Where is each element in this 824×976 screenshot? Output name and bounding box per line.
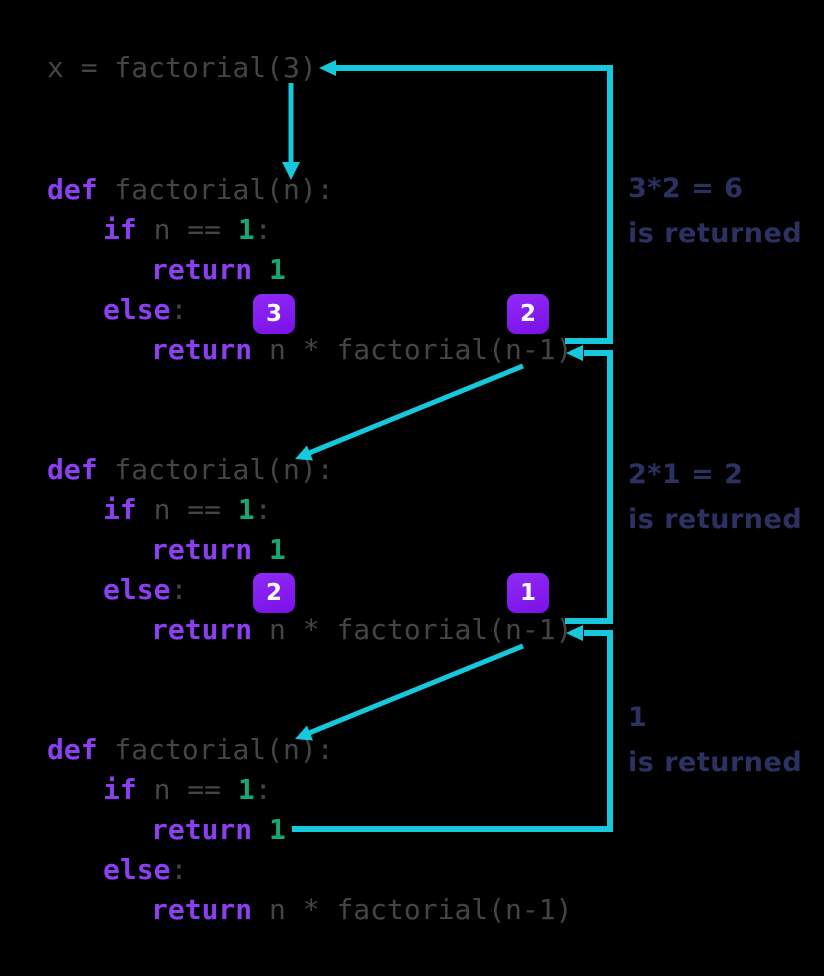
code-block-1: def factorial(n): if n == 1: return 1 el… xyxy=(47,170,572,370)
code-line-return-recursive: return n * factorial(n-1) xyxy=(151,890,572,930)
code-line-def: def factorial(n): xyxy=(47,170,572,210)
code-token xyxy=(252,813,269,846)
code-token: if xyxy=(103,773,137,806)
code-line-if: if n == 1: xyxy=(103,210,572,250)
code-token: return xyxy=(151,613,253,646)
call-arrow-2-icon xyxy=(295,363,524,461)
code-line-return-recursive: return n * factorial(n-1) xyxy=(151,610,572,650)
return-annotation-3: 1 is returned xyxy=(628,695,802,785)
code-token: def xyxy=(47,173,98,206)
code-block-2: def factorial(n): if n == 1: return 1 el… xyxy=(47,450,572,650)
annotation-label: is returned xyxy=(628,218,803,249)
n-value-badge: 2 xyxy=(253,573,295,613)
code-token: x = factorial(3) xyxy=(47,51,317,84)
code-token: 1 xyxy=(269,253,286,286)
code-token: n == xyxy=(136,773,238,806)
code-token: : xyxy=(170,573,188,606)
annotation-label: is returned xyxy=(628,504,803,535)
call-line: x = factorial(3) xyxy=(47,48,317,88)
n-value-badge: 3 xyxy=(253,294,295,334)
code-token: : xyxy=(170,853,188,886)
code-token xyxy=(252,533,269,566)
code-token: n == xyxy=(136,213,238,246)
annotation-value: 2*1 = 2 xyxy=(628,459,744,490)
code-line-else: else: xyxy=(103,290,572,330)
code-token: : xyxy=(254,493,272,526)
code-token: return xyxy=(151,333,253,366)
code-token: 1 xyxy=(237,773,255,806)
code-token: else xyxy=(103,573,171,606)
code-token: 1 xyxy=(237,493,255,526)
annotation-value: 3*2 = 6 xyxy=(628,173,744,204)
code-line-if: if n == 1: xyxy=(103,770,572,810)
code-token: n == xyxy=(136,493,238,526)
call-arrow-3-icon xyxy=(295,643,524,741)
code-block-3: def factorial(n): if n == 1: return 1 el… xyxy=(47,730,572,930)
code-token: 1 xyxy=(269,813,286,846)
code-token: def xyxy=(47,733,98,766)
code-token: n * factorial(n-1) xyxy=(252,333,573,366)
return-annotation-1: 3*2 = 6 is returned xyxy=(628,166,802,256)
code-token: def xyxy=(47,453,98,486)
code-line-def: def factorial(n): xyxy=(47,730,572,770)
code-token: return xyxy=(151,893,253,926)
code-token: factorial(n): xyxy=(97,453,334,486)
code-token: : xyxy=(254,213,272,246)
code-line-def: def factorial(n): xyxy=(47,450,572,490)
code-token: else xyxy=(103,853,171,886)
call-arrow-1-icon xyxy=(282,83,300,180)
code-line-return-base: return 1 xyxy=(151,250,572,290)
code-token: : xyxy=(170,293,188,326)
recursive-arg-badge: 1 xyxy=(507,573,549,613)
code-token: factorial(n): xyxy=(97,173,334,206)
code-token: return xyxy=(151,813,253,846)
code-token: factorial(n): xyxy=(97,733,334,766)
code-token: if xyxy=(103,213,137,246)
code-token: 1 xyxy=(237,213,255,246)
annotation-value: 1 xyxy=(628,702,648,733)
recursive-arg-badge: 2 xyxy=(507,294,549,334)
code-token: 1 xyxy=(269,533,286,566)
code-token: n * factorial(n-1) xyxy=(252,893,573,926)
code-token: n * factorial(n-1) xyxy=(252,613,573,646)
code-line-return-base: return 1 xyxy=(151,810,572,850)
code-token: return xyxy=(151,253,253,286)
annotation-label: is returned xyxy=(628,747,803,778)
code-token: if xyxy=(103,493,137,526)
code-line-else: else: xyxy=(103,850,572,890)
code-token: : xyxy=(254,773,272,806)
return-annotation-2: 2*1 = 2 is returned xyxy=(628,452,802,542)
code-token xyxy=(252,253,269,286)
code-line-else: else: xyxy=(103,570,572,610)
code-line-return-recursive: return n * factorial(n-1) xyxy=(151,330,572,370)
code-line-if: if n == 1: xyxy=(103,490,572,530)
code-line-return-base: return 1 xyxy=(151,530,572,570)
code-token: else xyxy=(103,293,171,326)
code-token: return xyxy=(151,533,253,566)
